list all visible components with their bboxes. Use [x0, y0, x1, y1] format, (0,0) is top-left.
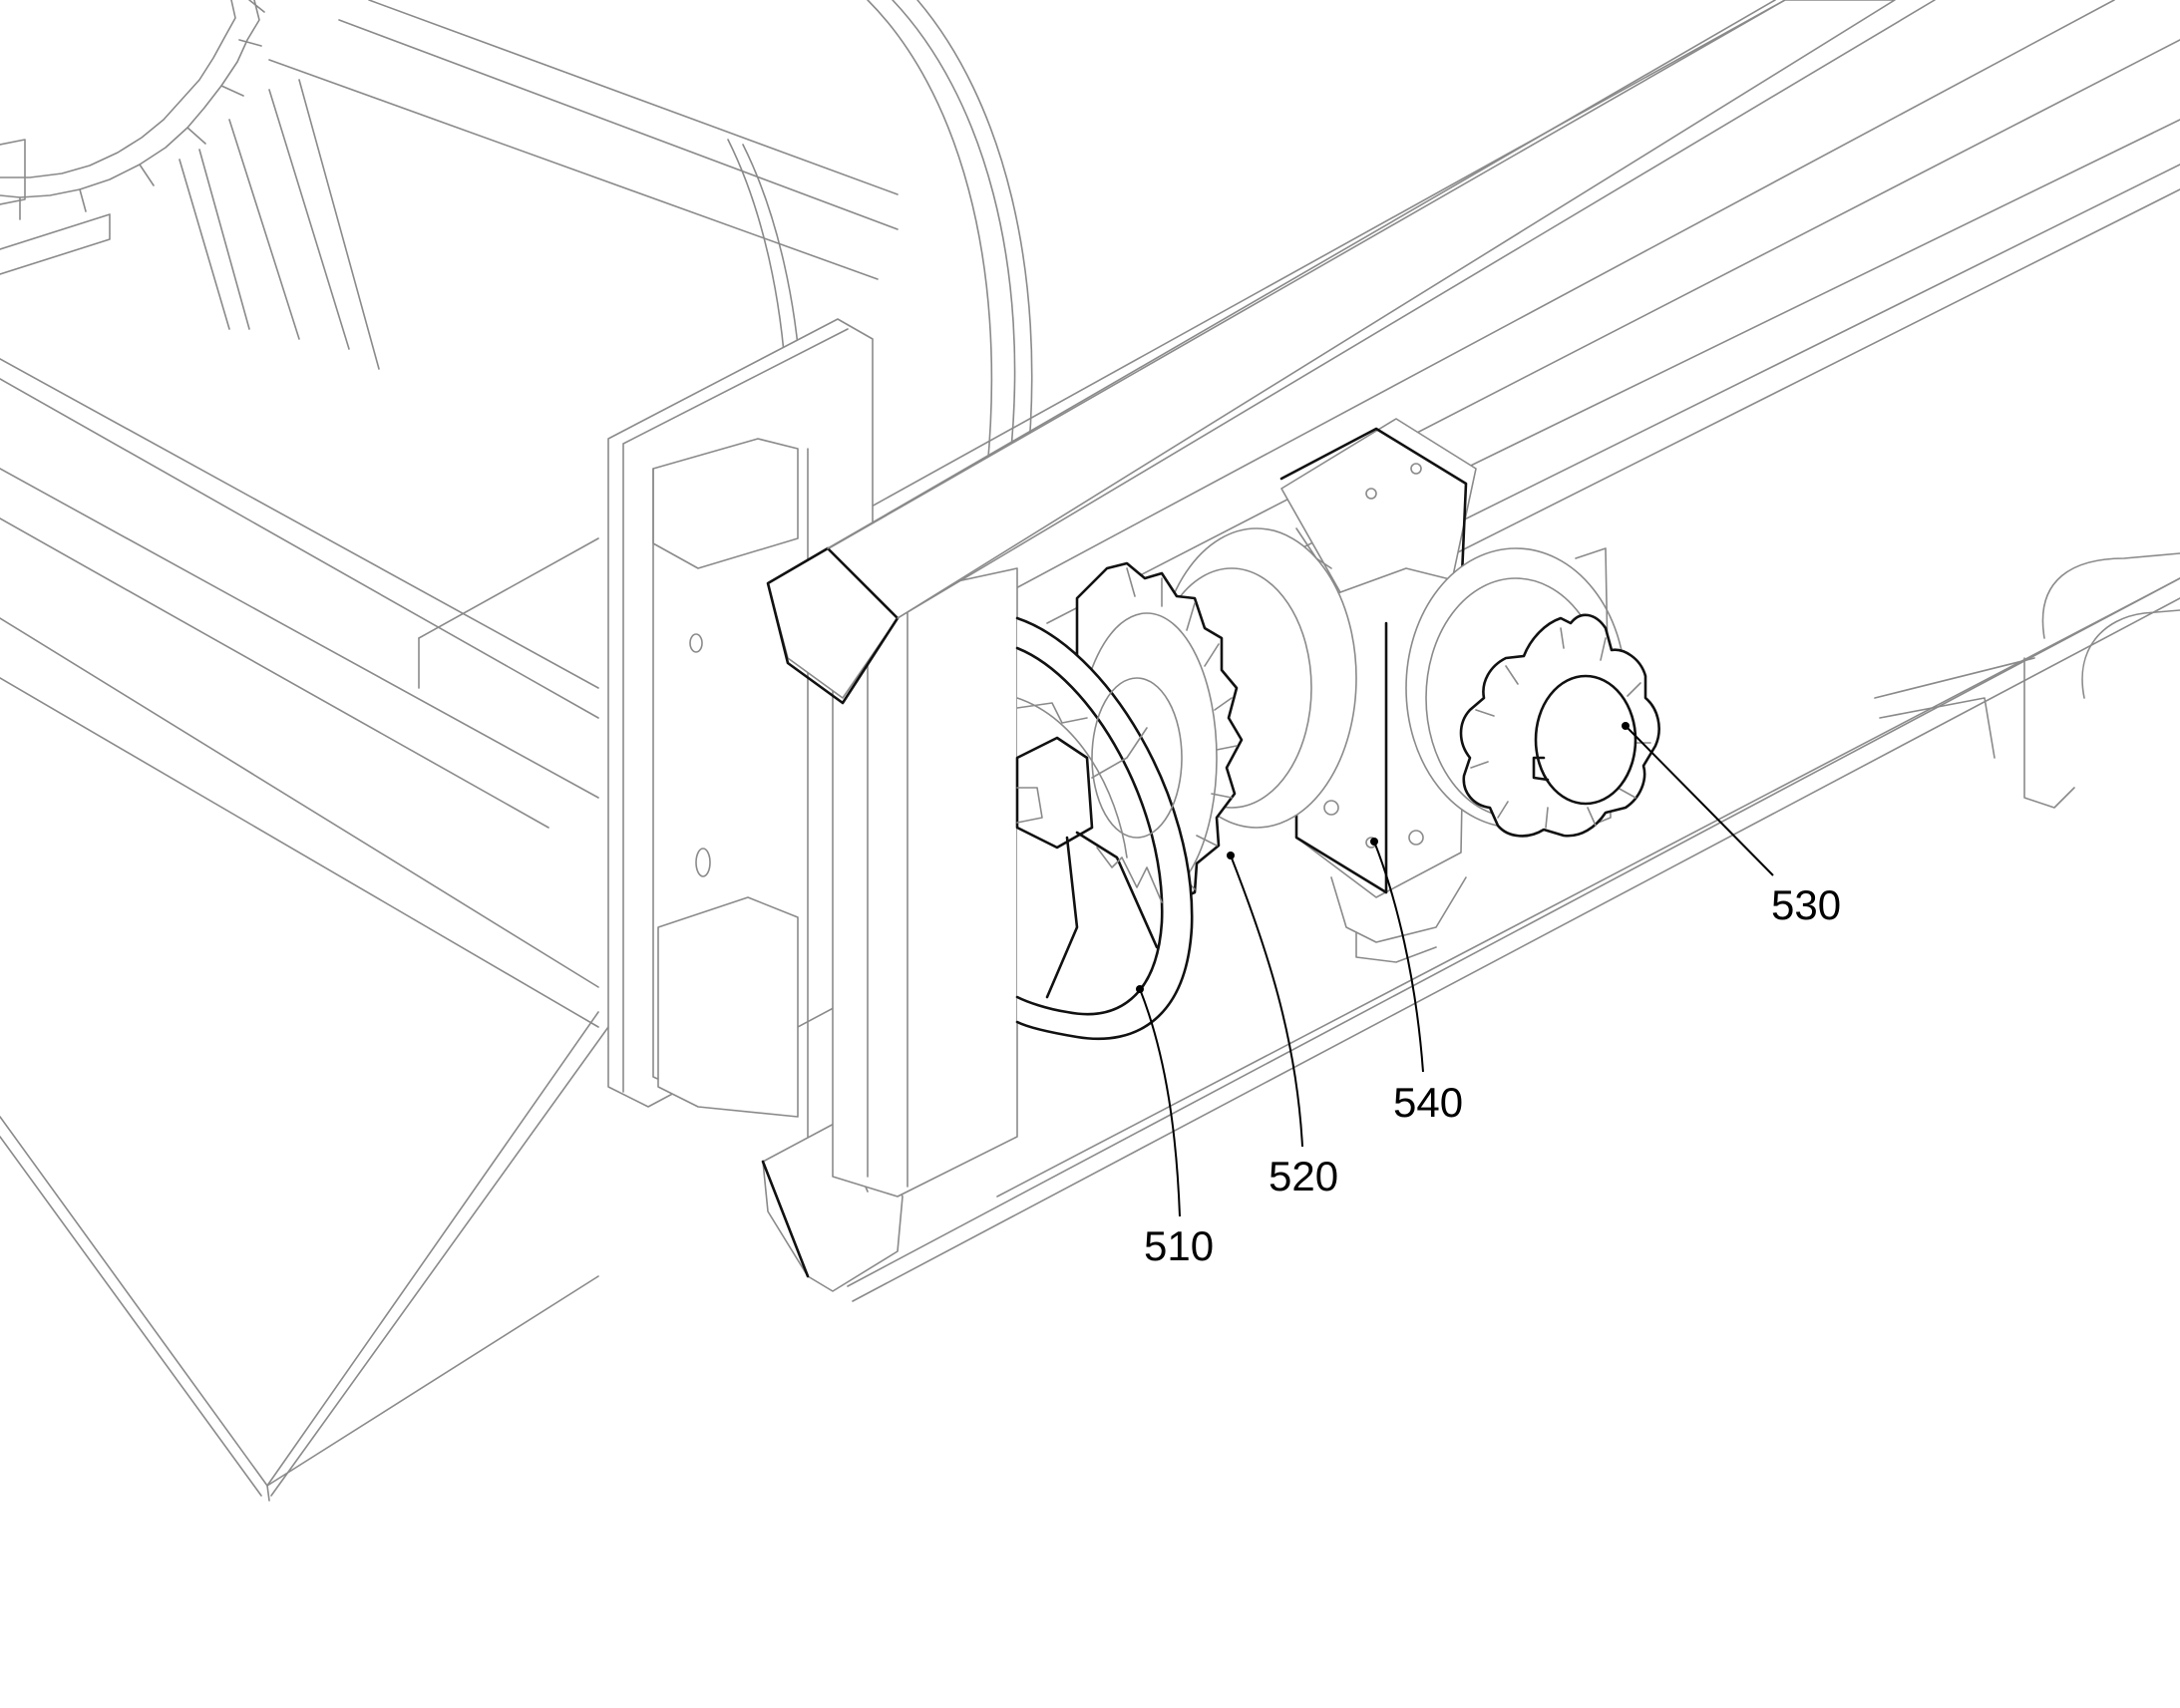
ref-label-510: 510 [1144, 1222, 1214, 1269]
mounting-plate [607, 318, 1018, 1292]
leader-line-520 [1230, 854, 1303, 1148]
leader-line-540 [1373, 841, 1424, 1073]
leader-line-510 [1139, 988, 1181, 1217]
frame-structure [0, 0, 2180, 1502]
leader-lines [1136, 722, 1774, 1217]
handwheel-510 [1015, 616, 1194, 1041]
leader-line-530 [1625, 725, 1774, 876]
ref-label-520: 520 [1269, 1153, 1338, 1199]
ref-label-530: 530 [1771, 881, 1841, 928]
upper-crossbar [766, 0, 1936, 705]
ref-label-540: 540 [1393, 1079, 1463, 1126]
sprocket-530 [1459, 613, 1660, 838]
reference-labels: 530 540 520 510 [1144, 881, 1841, 1269]
